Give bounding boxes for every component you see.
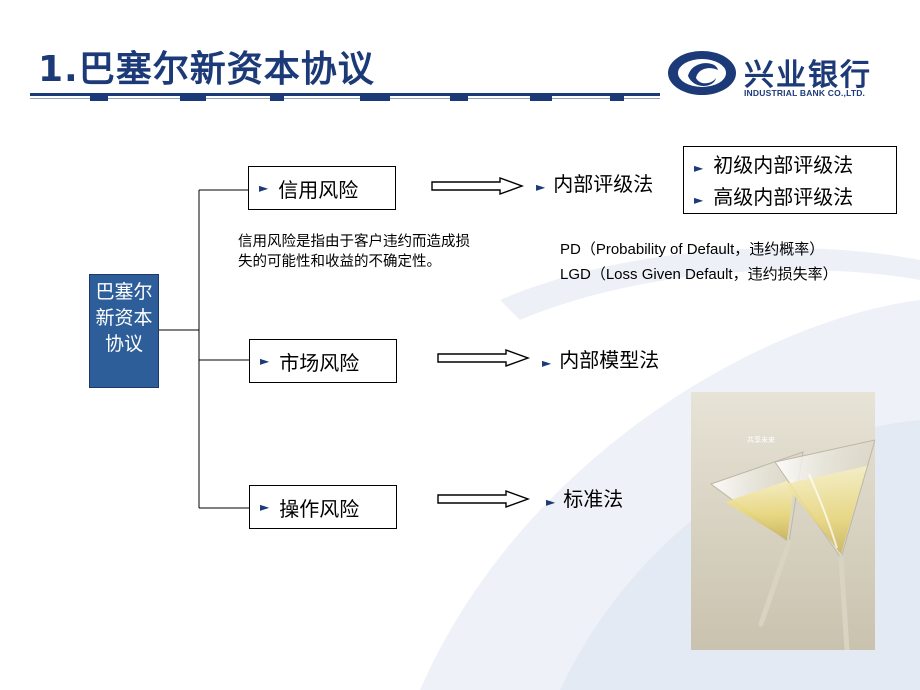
credit-risk-definition: 信用风险是指由于客户违约而造成损失的可能性和收益的不确定性。 xyxy=(238,234,470,270)
bullet-triangle-icon: ► xyxy=(260,354,270,368)
node-credit-risk: ► 信用风险 xyxy=(248,166,396,210)
operational-risk-label: 操作风险 xyxy=(279,496,360,521)
irb-submethods-box: ►初级内部评级法 ►高级内部评级法 xyxy=(683,146,897,214)
method-standard: ►标准法 xyxy=(546,487,624,511)
bullet-triangle-icon: ► xyxy=(542,356,552,370)
bullet-triangle-icon: ► xyxy=(694,193,704,207)
irb-advanced: ►高级内部评级法 xyxy=(694,185,854,209)
photo-caption: 共享未来 xyxy=(747,435,775,444)
bullet-triangle-icon: ► xyxy=(260,500,270,514)
bullet-triangle-icon: ► xyxy=(259,181,269,195)
bullet-triangle-icon: ► xyxy=(694,161,704,175)
method-internal-model: ►内部模型法 xyxy=(542,348,660,372)
parameter-lgd: LGD（Loss Given Default，违约损失率） xyxy=(560,266,838,283)
double-arrow-1 xyxy=(431,177,525,195)
bullet-triangle-icon: ► xyxy=(536,180,546,194)
title-underline xyxy=(30,93,660,101)
parameter-pd: PD（Probability of Default，违约概率） xyxy=(560,241,825,258)
logo-chinese-name: 兴业银行 xyxy=(744,58,872,93)
node-operational-risk: ► 操作风险 xyxy=(249,485,397,529)
page-title: 1.巴塞尔新资本协议 xyxy=(38,49,375,90)
root-node-basel-accord: 巴塞尔新资本协议 xyxy=(89,274,159,388)
logo-english-name: INDUSTRIAL BANK CO.,LTD. xyxy=(744,88,866,98)
irb-foundation: ►初级内部评级法 xyxy=(694,153,854,177)
champagne-glasses-photo: 共享未来 xyxy=(691,392,875,650)
market-risk-label: 市场风险 xyxy=(279,350,360,375)
double-arrow-2 xyxy=(437,349,531,367)
credit-risk-label: 信用风险 xyxy=(278,177,359,202)
bullet-triangle-icon: ► xyxy=(546,495,556,509)
double-arrow-3 xyxy=(437,490,531,508)
node-market-risk: ► 市场风险 xyxy=(249,339,397,383)
method-internal-rating: ►内部评级法 xyxy=(536,172,654,196)
industrial-bank-logo xyxy=(668,51,736,95)
